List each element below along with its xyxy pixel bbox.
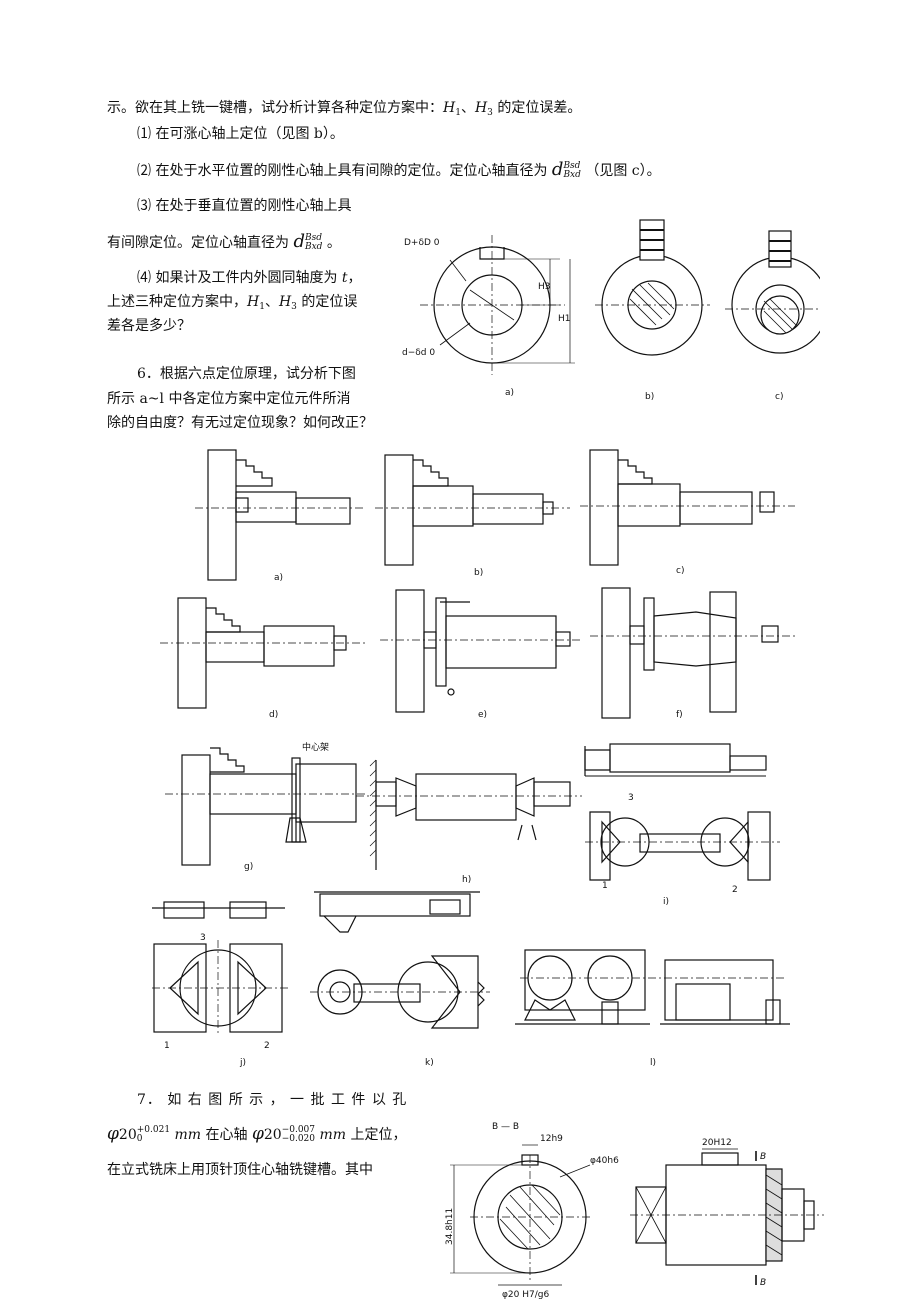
fig7-section-view bbox=[450, 1144, 591, 1286]
p5-item3a: ⑶ 在处于垂直位置的刚性心轴上具 bbox=[137, 198, 352, 214]
fig6l-vblocks bbox=[515, 949, 790, 1025]
p7-line1: 7． 如 右 图 所 示 ， 一 批 工 件 以 孔 bbox=[137, 1092, 408, 1108]
p6-line3: 除的自由度？有无过定位现象？如何改正？ bbox=[107, 415, 373, 431]
p5-item4b: 上述三种定位方案中，H1、H3 的定位误 bbox=[107, 294, 358, 312]
fig6c-chuck-center bbox=[580, 449, 795, 566]
fig6-label-f: f) bbox=[676, 710, 683, 720]
fig7-dim-20fit: φ20 H7/g6 bbox=[502, 1290, 549, 1300]
fig6j-number-1: 1 bbox=[164, 1041, 170, 1051]
fig6i-number-3: 3 bbox=[628, 793, 634, 803]
fig6i-number-2: 2 bbox=[732, 885, 738, 895]
fig6g-center-rest-label: 中心架 bbox=[302, 741, 329, 753]
fig6j-vblock-setup bbox=[152, 901, 290, 1036]
fig6i-vblock-setup bbox=[584, 743, 780, 881]
fig7-mark-B-top: B bbox=[760, 1152, 766, 1162]
fig6g-center-rest bbox=[165, 747, 365, 866]
fig7-dim-348: 34.8h11 bbox=[445, 1208, 455, 1245]
fig6e-mandrel-setup bbox=[380, 589, 580, 713]
p5-line1: 示。欲在其上铣一键槽，试分析计算各种定位方案中：H1、H3 的定位误差。 bbox=[107, 100, 582, 118]
p5-item1: ⑴ 在可涨心轴上定位（见图 b）。 bbox=[137, 126, 344, 142]
fig5-label-b: b) bbox=[645, 392, 655, 402]
p7-line3: 在立式铣床上用顶针顶住心轴铣键槽。其中 bbox=[107, 1162, 373, 1178]
fig6h-double-cone bbox=[356, 759, 582, 870]
fig7-diagrams: B — B 12h9 φ40h6 34.8h11 φ20 H7/g6 20H12… bbox=[445, 1122, 824, 1300]
fig6-label-e: e) bbox=[478, 710, 488, 720]
fig6-diagrams: 中心架 3 1 2 3 1 2 bbox=[152, 449, 795, 1051]
fig6-label-i: i) bbox=[663, 897, 670, 907]
fig6k-vblock-spring bbox=[310, 891, 490, 1029]
fig6j-number-2: 2 bbox=[264, 1041, 270, 1051]
fig6f-taper-setup bbox=[590, 587, 795, 719]
p6-line1: 6．根据六点定位原理，试分析下图 bbox=[137, 366, 356, 382]
fig7-dim-12h9: 12h9 bbox=[540, 1134, 563, 1144]
fig6-label-j: j) bbox=[240, 1058, 247, 1068]
fig6-label-d: d) bbox=[269, 710, 279, 720]
fig6-label-b: b) bbox=[474, 568, 484, 578]
fig5a-H1: H1 bbox=[558, 314, 571, 324]
fig5a-dim-d: d−δd 0 bbox=[402, 348, 435, 358]
p6-line2: 所示 a~l 中各定位方案中定位元件所消 bbox=[107, 391, 351, 407]
fig7-section-label: B — B bbox=[492, 1122, 519, 1132]
p5-item4c: 差各是多少？ bbox=[107, 318, 191, 334]
fig6-label-a: a) bbox=[274, 573, 284, 583]
fig6i-number-1: 1 bbox=[602, 881, 608, 891]
fig5-diagrams: D+δD 0 d−δd 0 H3 H1 bbox=[402, 219, 820, 375]
fig6-label-g: g) bbox=[244, 862, 254, 872]
fig6-label-k: k) bbox=[425, 1058, 434, 1068]
fig5b-mandrel bbox=[595, 219, 710, 356]
fig6-label-c: c) bbox=[676, 566, 685, 576]
fig6-label-l: l) bbox=[650, 1058, 657, 1068]
fig7-side-view bbox=[630, 1148, 824, 1285]
fig7-dim-20H12: 20H12 bbox=[702, 1138, 732, 1148]
fig6-label-h: h) bbox=[462, 875, 472, 885]
fig5a-H3: H3 bbox=[538, 282, 551, 292]
fig5-label-c: c) bbox=[775, 392, 784, 402]
fig5c-mandrel bbox=[725, 230, 820, 354]
fig6d-chuck-center bbox=[160, 597, 365, 709]
fig6j-number-3: 3 bbox=[200, 933, 206, 943]
fig7-mark-B-bottom: B bbox=[760, 1278, 766, 1288]
fig5a-dim-D: D+δD 0 bbox=[404, 238, 440, 248]
fig7-dim-40h6: φ40h6 bbox=[590, 1156, 619, 1166]
fig6a-chuck-setup bbox=[195, 449, 365, 581]
fig5-label-a: a) bbox=[505, 388, 515, 398]
fig6b-chuck-center bbox=[375, 454, 570, 566]
fig5a-ring bbox=[420, 235, 575, 375]
p5-item4a: ⑷ 如果计及工件内外圆同轴度为 t， bbox=[137, 270, 362, 286]
